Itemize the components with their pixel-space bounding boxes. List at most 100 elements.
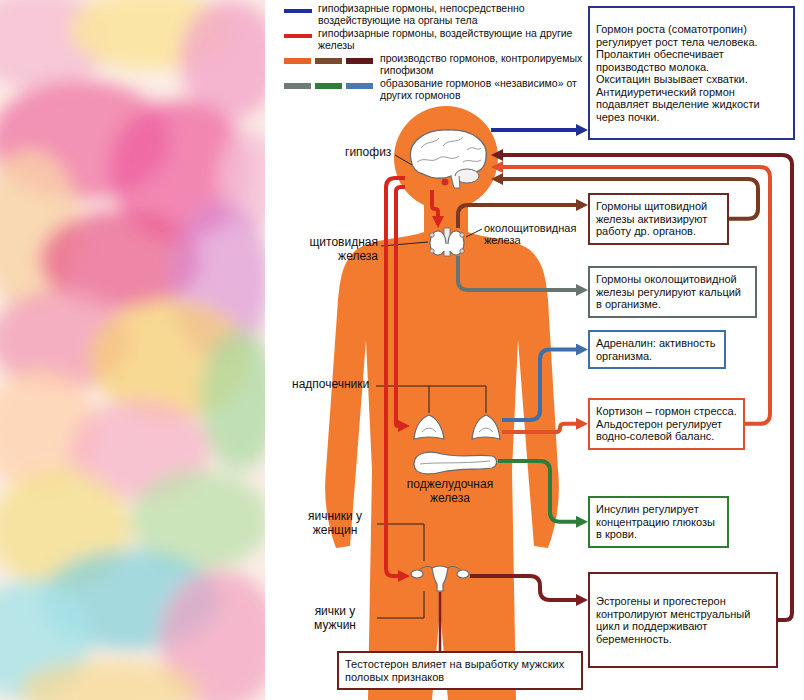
- adrenal-gland: [414, 415, 444, 439]
- organ-label-text: околощитовидная железа: [484, 222, 580, 247]
- legend-bar-sample: [284, 58, 311, 64]
- legend-bar-sample: [315, 83, 342, 89]
- organ-pancreas: поджелудочная железа: [412, 446, 498, 476]
- legend-sample-graphic: [284, 30, 314, 42]
- leader-line: [466, 229, 482, 237]
- organ-label: яички у мужчин: [295, 605, 375, 632]
- organ-adrenal: надпочечники: [410, 412, 502, 440]
- box-text: Окситацин вызывает схватки.: [596, 73, 787, 86]
- ovary: [457, 570, 469, 578]
- organ-drawing: [410, 412, 502, 440]
- ovary: [411, 570, 423, 578]
- bracket-line: [377, 591, 424, 618]
- box-text: Адреналин: активность организма.: [596, 337, 718, 362]
- box-text: Инсулин регулирует концентрацию глюкозы …: [596, 503, 721, 541]
- connector-arrow: [470, 576, 578, 600]
- connector-arrow: [491, 128, 578, 132]
- paint-blots: [0, 0, 265, 700]
- legend-row: образование гормонов «независимо» от дру…: [284, 78, 586, 101]
- organ-label-text: яичники у женщин: [295, 510, 375, 537]
- paint-blot: [20, 660, 200, 700]
- organ-label-text: щитовидная железа: [292, 236, 378, 263]
- adrenal-gland: [472, 415, 500, 439]
- box-text: Тестостерон влияет на выработку мужских …: [345, 658, 575, 683]
- pituitary-gland: [442, 179, 449, 186]
- organ-drawing: [410, 560, 470, 592]
- box-text: Кортизон – гормон стресса. Альдостерон р…: [596, 405, 737, 443]
- box-text: Гормоны околощитовидной железы регулирую…: [596, 273, 749, 311]
- text-box: Адреналин: активность организма.: [588, 330, 726, 369]
- legend-row: производство гормонов, контролируемых ги…: [284, 53, 586, 76]
- parathyroid-gland: [430, 233, 434, 237]
- legend-sample-graphic: [284, 80, 376, 92]
- organ-label-text: яички у мужчин: [295, 605, 375, 632]
- uterus: [432, 566, 448, 591]
- parathyroid-gland: [430, 249, 434, 253]
- connector-arrow: [386, 178, 405, 576]
- legend-text: образование гормонов «независимо» от дру…: [380, 78, 586, 101]
- leader-line: [395, 155, 412, 165]
- bracket-line: [486, 386, 487, 413]
- organ-drawing: [428, 228, 466, 256]
- box-text: Эстрогены и прогестерон контролируют мен…: [596, 595, 770, 645]
- connector-arrow: [432, 190, 438, 218]
- text-box: Тестостерон влияет на выработку мужских …: [337, 651, 583, 690]
- organ-brain: гипофиз: [405, 126, 491, 190]
- organ-label-text: поджелудочная железа: [400, 478, 500, 505]
- legend-text: гипофизарные гормоны, воздействующие на …: [318, 28, 586, 51]
- body-silhouette: [325, 196, 559, 700]
- legend-bar-sample: [346, 83, 373, 89]
- thyroid-isthmus: [438, 244, 456, 251]
- parathyroid-gland: [460, 249, 464, 253]
- text-box: Инсулин регулирует концентрацию глюкозы …: [588, 496, 729, 548]
- watercolor-panel: [0, 0, 265, 700]
- parathyroid-gland: [460, 233, 464, 237]
- legend-line-sample: [284, 9, 312, 13]
- connector-arrow: [439, 592, 442, 651]
- organ-label: поджелудочная железа: [400, 478, 500, 505]
- organ-label: яичники у женщин: [295, 510, 375, 537]
- adrenal-detail: [422, 428, 493, 432]
- legend-text: гипофизарные гормоны, непосредственно во…: [318, 3, 586, 26]
- text-box: Гормон роста (соматотропин) регулирует р…: [588, 6, 795, 140]
- legend-row: гипофизарные гормоны, воздействующие на …: [284, 28, 586, 51]
- text-box: Эстрогены и прогестерон контролируют мен…: [588, 572, 778, 668]
- organ-drawing: [412, 446, 498, 476]
- connector-arrow: [458, 256, 578, 290]
- box-text: Антидиуретический гормон подавляет выдел…: [596, 86, 787, 124]
- legend: гипофизарные гормоны, непосредственно во…: [284, 3, 586, 103]
- connector-arrow: [498, 461, 578, 522]
- legend-row: гипофизарные гормоны, непосредственно во…: [284, 3, 586, 26]
- bracket-line: [376, 386, 486, 387]
- legend-sample: [284, 53, 376, 65]
- organ-gonads: яичники у женщиняички у мужчин: [410, 560, 470, 592]
- text-box: Гормоны околощитовидной железы регулирую…: [588, 266, 757, 318]
- thyroid-lobe: [448, 231, 464, 255]
- organ-label-text: гипофиз: [345, 146, 391, 160]
- legend-sample-graphic: [284, 5, 314, 17]
- box-text: Пролактин обеспечивает производство моло…: [596, 48, 787, 73]
- organ-drawing: [405, 126, 491, 190]
- legend-sample-graphic: [284, 55, 376, 67]
- connector-arrow: [501, 167, 770, 424]
- brain-fold: [417, 137, 481, 162]
- legend-sample: [284, 28, 314, 40]
- legend-bar-sample: [315, 58, 342, 64]
- legend-text: производство гормонов, контролируемых ги…: [380, 53, 586, 76]
- human-body: [325, 106, 559, 700]
- connector-arrow: [502, 424, 578, 432]
- legend-line-sample: [284, 34, 312, 38]
- leader-line: [381, 242, 428, 246]
- text-box: Кортизон – гормон стресса. Альдостерон р…: [588, 398, 745, 450]
- legend-bar-sample: [346, 58, 373, 64]
- pancreas-outline: [414, 452, 497, 474]
- legend-sample: [284, 78, 376, 90]
- legend-sample: [284, 3, 314, 15]
- bracket-line: [429, 386, 430, 413]
- brainstem: [451, 176, 460, 188]
- head-silhouette: [394, 106, 498, 210]
- box-text: Гормон роста (соматотропин) регулирует р…: [596, 23, 787, 48]
- thyroid-lobe: [430, 231, 446, 255]
- organ-label-text: надпочечники: [292, 378, 369, 392]
- legend-bar-sample: [284, 83, 311, 89]
